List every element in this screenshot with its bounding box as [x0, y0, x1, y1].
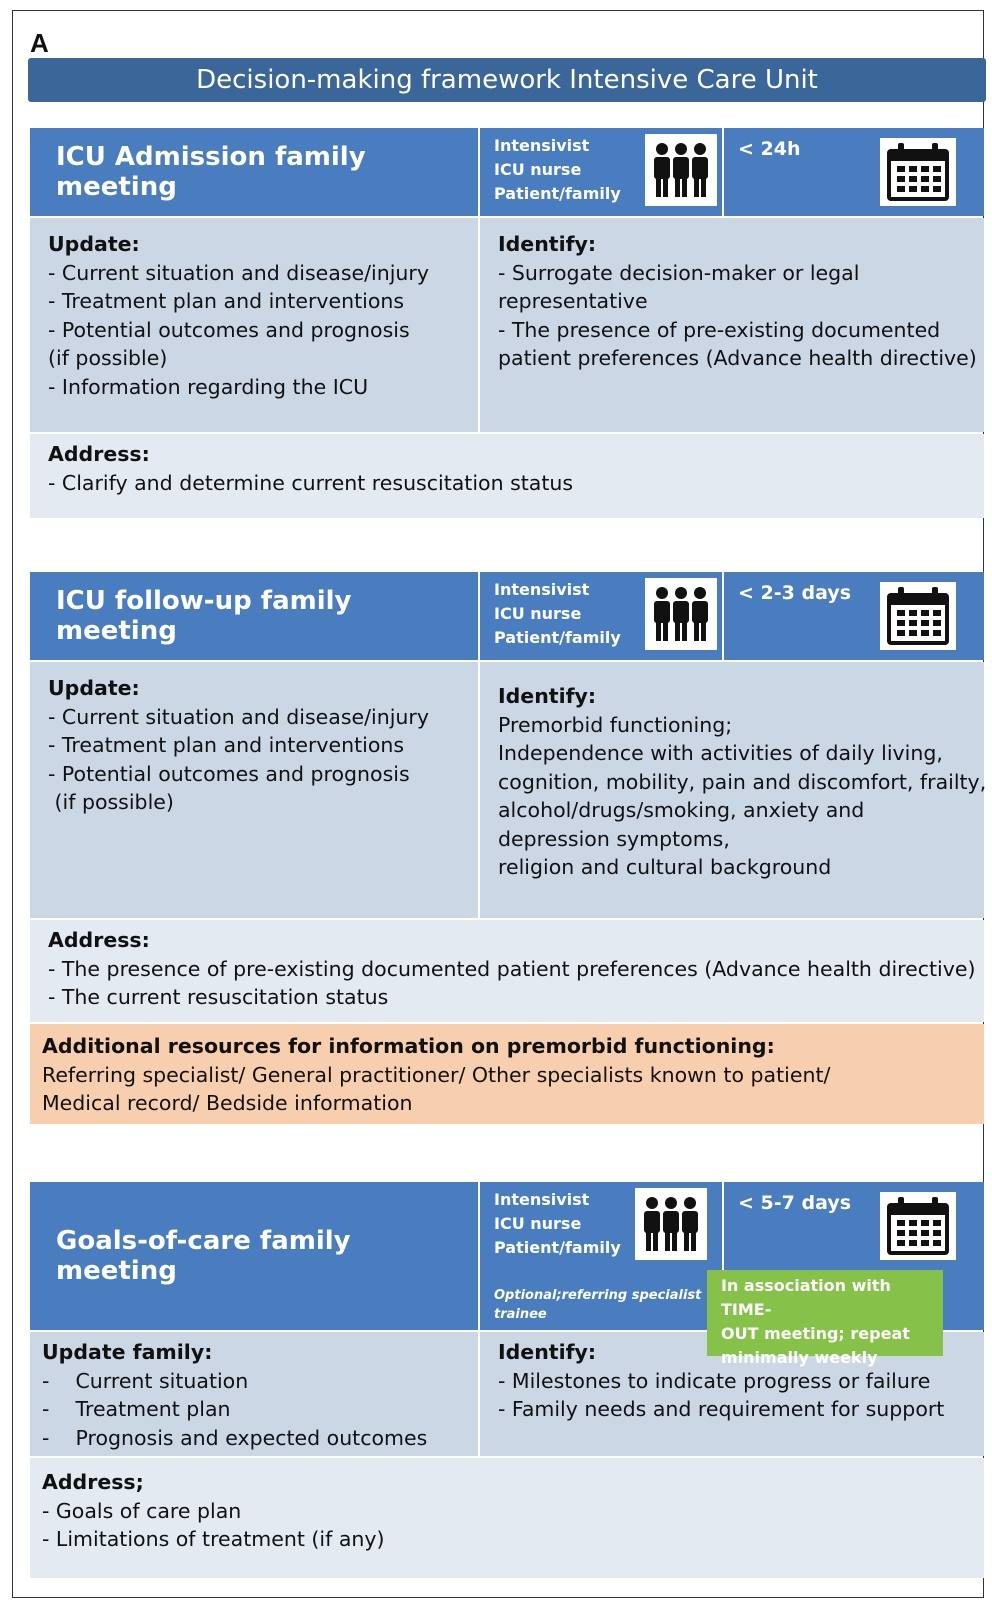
identify-line: - Family needs and requirement for suppo…: [498, 1397, 945, 1421]
address-box: Address: - Clarify and determine current…: [30, 434, 984, 518]
calendar-icon: [880, 1192, 956, 1260]
admission-meeting-section: ICU Admission family meeting Intensivist…: [30, 128, 984, 518]
staff-item: Patient/family: [494, 184, 621, 203]
update-line: - Current situation and disease/injury: [48, 260, 429, 285]
identify-line: representative: [498, 289, 648, 313]
address-box: Address: - The presence of pre-existing …: [30, 920, 984, 1022]
identify-line: - Milestones to indicate progress or fai…: [498, 1368, 931, 1393]
update-label: Update family:: [42, 1340, 213, 1364]
calendar-icon: [880, 138, 956, 206]
identify-line: Independence with activities of daily li…: [498, 741, 943, 765]
identify-line: Premorbid functioning;: [498, 712, 733, 737]
address-line: - Clarify and determine current resuscit…: [48, 470, 574, 495]
address-label: Address:: [48, 442, 150, 466]
staff-item: Patient/family: [494, 628, 621, 647]
people-icon: [635, 1188, 707, 1260]
identify-line: alcohol/drugs/smoking, anxiety and: [498, 798, 865, 822]
time-out-note: In association with TIME- OUT meeting; r…: [707, 1270, 943, 1367]
people-icon: [645, 134, 717, 206]
goals-of-care-staff-box: Intensivist ICU nurse Patient/family Opt…: [480, 1182, 722, 1330]
identify-label: Identify:: [498, 232, 597, 256]
staff-list: Intensivist ICU nurse Patient/family: [494, 1188, 621, 1260]
identify-line: - The presence of pre-existing documente…: [498, 317, 941, 342]
address-label: Address;: [42, 1470, 144, 1494]
staff-item: Intensivist: [494, 136, 590, 155]
admission-time-box: < 24h: [724, 128, 984, 216]
update-line: - Treatment plan and interventions: [48, 289, 405, 313]
follow-up-meeting-section: ICU follow-up family meeting Intensivist…: [30, 572, 987, 1124]
goals-of-care-meeting-header: Goals-of-care family meeting: [30, 1182, 478, 1330]
staff-item: ICU nurse: [494, 160, 582, 179]
staff-list: Intensivist ICU nurse Patient/family: [494, 134, 621, 206]
staff-item: Intensivist: [494, 580, 590, 599]
staff-item: ICU nurse: [494, 604, 582, 623]
resources-line: Referring specialist/ General practition…: [42, 1062, 831, 1087]
staff-item: ICU nurse: [494, 1214, 582, 1233]
staff-list: Intensivist ICU nurse Patient/family: [494, 578, 621, 650]
update-line: - Potential outcomes and prognosis: [48, 761, 410, 786]
address-line: - Goals of care plan: [42, 1498, 242, 1523]
follow-up-meeting-header: ICU follow-up family meeting: [30, 572, 478, 660]
update-line: (if possible): [48, 790, 174, 814]
update-box: Update: - Current situation and disease/…: [30, 662, 478, 918]
update-line: - Information regarding the ICU: [48, 374, 369, 399]
identify-label: Identify:: [498, 684, 597, 708]
identify-label: Identify:: [498, 1340, 597, 1364]
resources-label: Additional resources for information on …: [42, 1034, 775, 1058]
admission-staff-box: Intensivist ICU nurse Patient/family: [480, 128, 722, 216]
address-line: - The current resuscitation status: [48, 985, 389, 1009]
people-icon: [645, 578, 717, 650]
identify-line: - Surrogate decision-maker or legal: [498, 260, 860, 285]
admission-meeting-header: ICU Admission family meeting: [30, 128, 478, 216]
update-line: - Treatment plan and interventions: [48, 733, 405, 757]
identify-box: Identify: - Surrogate decision-maker or …: [480, 218, 984, 432]
time-label: < 5-7 days: [738, 1192, 852, 1214]
identify-line: cognition, mobility, pain and discomfort…: [498, 769, 987, 794]
framework-title: Decision-making framework Intensive Care…: [28, 58, 986, 102]
additional-resources-box: Additional resources for information on …: [30, 1024, 984, 1124]
optional-attendees: Optional;referring specialist trainee: [494, 1286, 701, 1324]
time-label: < 2-3 days: [738, 582, 852, 604]
follow-up-time-box: < 2-3 days: [724, 572, 984, 660]
address-label: Address:: [48, 928, 150, 952]
note-line: minimally weekly: [721, 1348, 878, 1367]
update-box: Update: - Current situation and disease/…: [30, 218, 478, 432]
optional-line: trainee: [494, 1307, 547, 1322]
resources-line: Medical record/ Bedside information: [42, 1091, 413, 1115]
update-label: Update:: [48, 676, 140, 700]
update-line: - Current situation and disease/injury: [48, 704, 429, 729]
update-line: - Prognosis and expected outcomes: [42, 1425, 428, 1450]
identify-line: depression symptoms,: [498, 826, 730, 851]
goals-of-care-meeting-section: Goals-of-care family meeting Intensivist…: [30, 1182, 984, 1582]
identify-line: religion and cultural background: [498, 855, 832, 879]
identify-line: patient preferences (Advance health dire…: [498, 346, 977, 370]
calendar-icon: [880, 582, 956, 650]
address-line: - Limitations of treatment (if any): [42, 1527, 385, 1551]
address-line: - The presence of pre-existing documente…: [48, 956, 976, 981]
update-label: Update:: [48, 232, 140, 256]
time-label: < 24h: [738, 138, 801, 160]
staff-item: Intensivist: [494, 1190, 590, 1209]
optional-line: Optional;referring specialist: [494, 1288, 702, 1303]
identify-box: Identify: Premorbid functioning; Indepen…: [480, 662, 987, 918]
staff-item: Patient/family: [494, 1238, 621, 1257]
note-line: OUT meeting; repeat: [721, 1324, 910, 1343]
update-line: - Current situation: [42, 1368, 249, 1393]
follow-up-staff-box: Intensivist ICU nurse Patient/family: [480, 572, 722, 660]
address-box: Address; - Goals of care plan - Limitati…: [30, 1458, 984, 1578]
panel-letter: A: [30, 28, 49, 58]
update-family-box: Update family: - Current situation - Tre…: [30, 1332, 478, 1456]
update-line: (if possible): [48, 346, 168, 370]
note-line: In association with TIME-: [721, 1276, 891, 1319]
update-line: - Treatment plan: [42, 1397, 231, 1421]
update-line: - Potential outcomes and prognosis: [48, 317, 410, 342]
